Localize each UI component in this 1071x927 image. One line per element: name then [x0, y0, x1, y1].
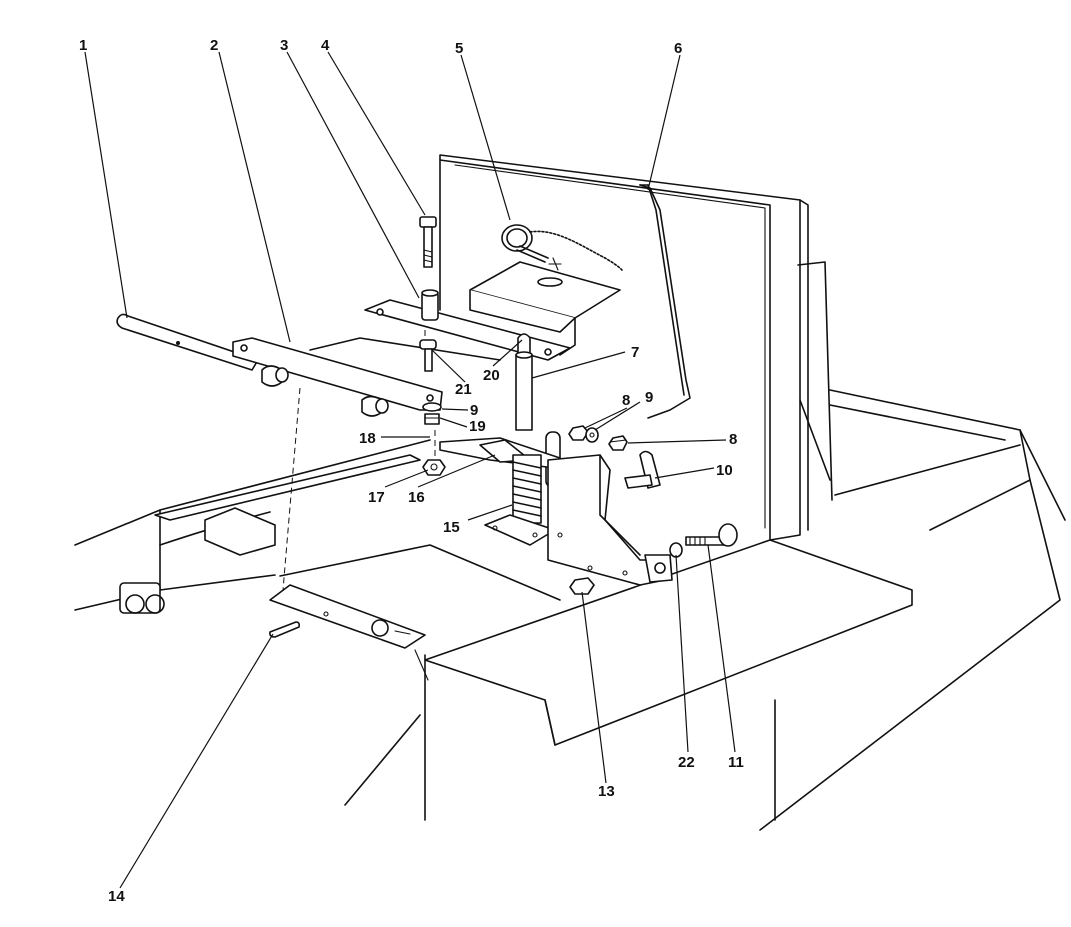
- callout-14: 14: [108, 888, 125, 905]
- part-14-pin: [269, 621, 300, 638]
- callout-10: 10: [716, 462, 733, 479]
- part-11-long-bolt: [669, 523, 738, 558]
- callout-7: 7: [631, 344, 639, 361]
- callout-21: 20: [483, 367, 500, 384]
- part-2-arm-plate: [232, 337, 443, 417]
- part-6-lever-rod: [639, 184, 691, 419]
- part-16-bracket: [439, 437, 561, 469]
- callout-labels: 1 2 3 4 5 6 7 8 9 8 10 11 22 13 14 15 16…: [79, 37, 744, 905]
- callout-1: 1: [79, 37, 87, 54]
- callout-20: 21: [455, 381, 472, 398]
- callout-2: 2: [210, 37, 218, 54]
- callout-4: 4: [321, 37, 330, 54]
- part-17-nut: [422, 459, 446, 476]
- callout-15: 15: [443, 519, 460, 536]
- callout-17: 17: [368, 489, 385, 506]
- callout-5: 5: [455, 40, 463, 57]
- callout-6: 6: [674, 40, 682, 57]
- part-8-9-nuts-washers: [568, 425, 628, 451]
- part-3-spacer: [421, 289, 439, 321]
- part-5-ring-pin: [501, 224, 623, 271]
- callout-9a: 9: [645, 389, 653, 406]
- part-top-bracket: [469, 257, 621, 356]
- part-bracket-assembly: [547, 454, 673, 586]
- callout-8a: 8: [622, 392, 630, 409]
- callout-11: 11: [728, 754, 744, 771]
- callout-8b: 8: [729, 431, 737, 448]
- part-20-bolt: [419, 339, 437, 372]
- part-1-rod: [116, 313, 259, 371]
- callout-3: 3: [280, 37, 288, 54]
- part-21-7-shafts: [515, 333, 561, 488]
- part-4-bolt: [419, 216, 437, 268]
- caster-left: [119, 582, 165, 614]
- callout-13: 13: [598, 783, 615, 800]
- callout-9b: 9: [470, 402, 478, 419]
- leader-lines: [84, 51, 736, 889]
- machine-body: [74, 154, 1066, 831]
- callout-22: 22: [678, 754, 695, 771]
- callout-18: 18: [359, 430, 376, 447]
- part-10-handle: [624, 450, 661, 489]
- callout-19: 19: [469, 418, 486, 435]
- part-15-spring: [484, 454, 556, 546]
- part-13-nut: [569, 577, 595, 595]
- callout-16: 16: [408, 489, 425, 506]
- part-19-9-washers: [422, 402, 442, 425]
